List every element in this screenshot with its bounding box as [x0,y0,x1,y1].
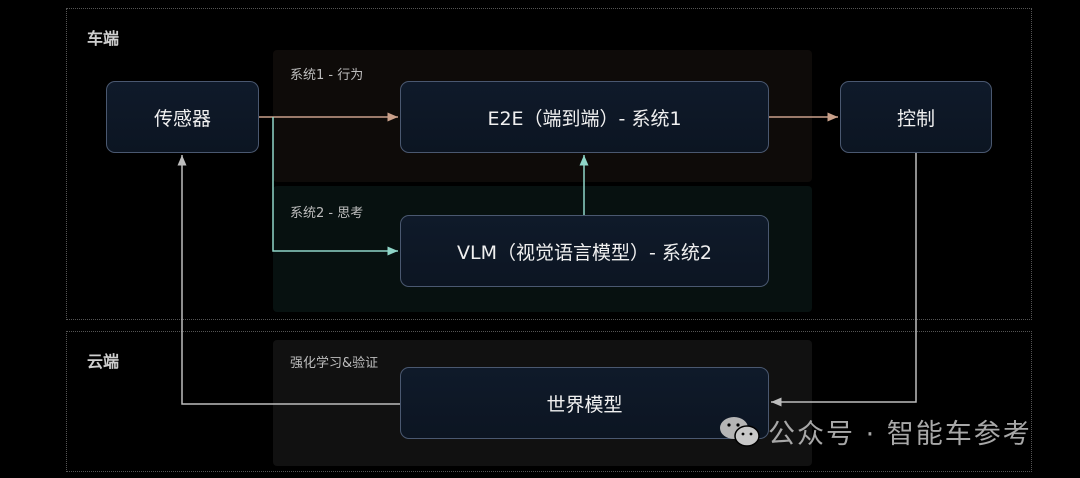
cloud-zone-label: 云端 [87,352,120,371]
cloud-panel-label: 强化学习&验证 [290,356,379,371]
world-model-node: 世界模型 [400,367,769,439]
watermark: 公众号 · 智能车参考 [718,412,1032,451]
system1-label: 系统1 - 行为 [290,68,364,83]
vlm-node: VLM（视觉语言模型）- 系统2 [400,215,769,287]
vehicle-zone-label: 车端 [87,29,120,48]
sensor-node: 传感器 [106,81,259,153]
arrow-control-to-world [771,153,917,407]
wechat-icon [720,416,760,447]
arrow-sensor-to-vlm [272,117,398,256]
system2-label: 系统2 - 思考 [290,206,364,221]
e2e-node: E2E（端到端）- 系统1 [400,81,769,153]
arrow-world-to-sensor [177,155,400,405]
cloud-zone [66,331,1032,472]
vehicle-zone [66,8,1032,320]
watermark-text: 公众号 · 智能车参考 [768,419,1032,450]
control-node: 控制 [840,81,992,153]
